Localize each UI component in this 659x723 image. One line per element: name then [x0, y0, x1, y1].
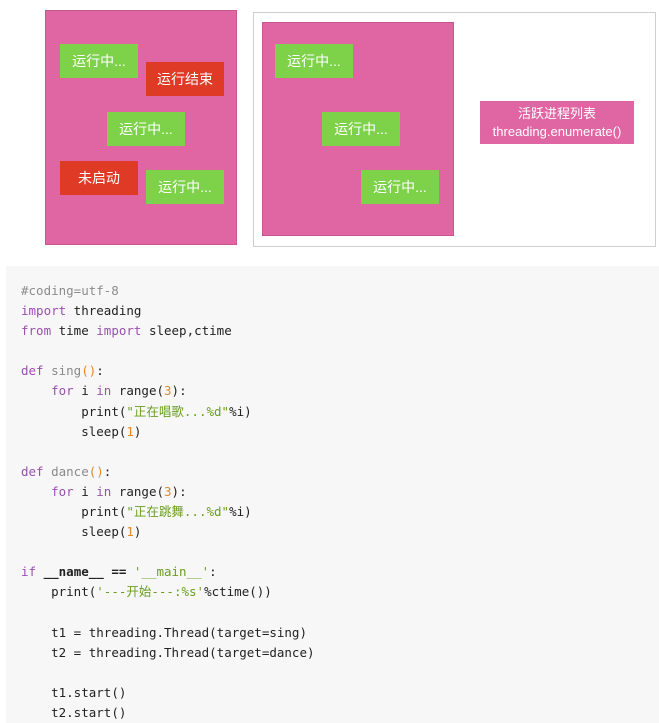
code-block: #coding=utf-8 import threading from time… [6, 266, 659, 723]
code-line: def sing(): [21, 363, 104, 379]
code-line: t1 = threading.Thread(target=sing) [51, 624, 307, 640]
code-line: print("正在唱歌...%d"%i) [81, 403, 252, 419]
code-line [21, 663, 659, 683]
code-line [21, 341, 659, 361]
code-line: import threading [21, 303, 142, 319]
code-line: #coding=utf-8 [21, 283, 119, 298]
running-tag: 运行中... [146, 170, 224, 204]
not-started-tag: 未启动 [60, 161, 138, 195]
running-tag: 运行中... [275, 44, 353, 78]
code-line: for i in range(3): [51, 483, 187, 499]
running-tag: 运行中... [107, 112, 185, 146]
code-line [21, 542, 659, 562]
code-line: print('---开始---:%s'%ctime()) [51, 584, 272, 600]
running-tag: 运行中... [60, 44, 138, 78]
code-line: t1.start() [51, 684, 127, 700]
code-line: print("正在跳舞...%d"%i) [81, 504, 252, 520]
code-line [21, 603, 659, 623]
code-line: def dance(): [21, 463, 112, 479]
code-line: t2.start() [51, 704, 127, 720]
code-line: sleep(1) [81, 423, 142, 439]
enumerate-call: threading.enumerate() [492, 123, 622, 139]
code-line: if __name__ == '__main__': [21, 564, 217, 580]
code-line: from time import sleep,ctime [21, 323, 232, 339]
active-list-label: 活跃进程列表 threading.enumerate() [480, 101, 634, 144]
finished-tag: 运行结束 [146, 62, 224, 96]
code-line: sleep(1) [81, 524, 142, 540]
running-tag: 运行中... [361, 170, 439, 204]
running-tag: 运行中... [322, 112, 400, 146]
code-line [21, 442, 659, 462]
code-line: for i in range(3): [51, 383, 187, 399]
active-list-title: 活跃进程列表 [517, 105, 596, 121]
code-line: t2 = threading.Thread(target=dance) [51, 644, 315, 660]
